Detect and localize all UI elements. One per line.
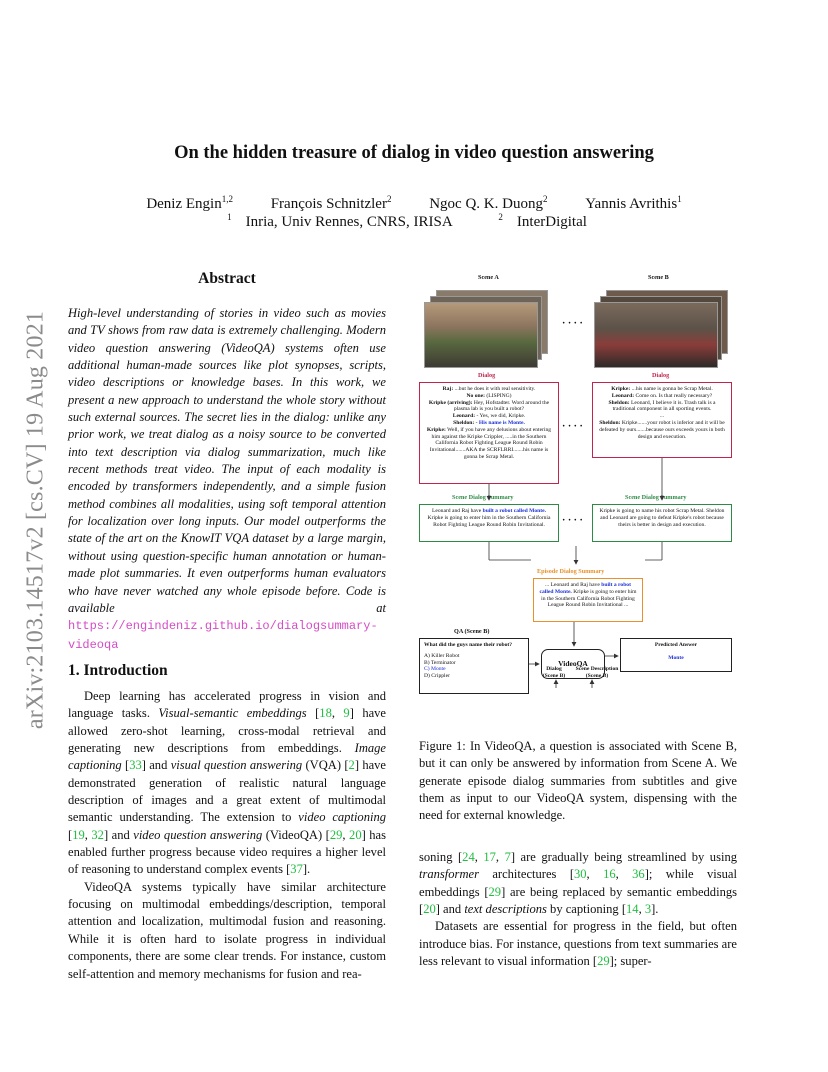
citation-link[interactable]: 36 — [632, 867, 645, 882]
citation-link[interactable]: 19 — [72, 827, 85, 842]
predicted-label: Predicted Answer — [654, 642, 698, 648]
author-list: Deniz Engin1,2 François Schnitzler2 Ngoc… — [0, 194, 828, 213]
citation-link[interactable]: 14 — [626, 902, 639, 917]
qa-label: QA (Scene B) — [454, 628, 490, 635]
citation-link[interactable]: 29 — [488, 884, 502, 899]
author: Yannis Avrithis1 — [585, 194, 682, 213]
right-paragraph-1: soning [24, 17, 7] are gradually being s… — [419, 850, 737, 917]
scene-a-label: Scene A — [478, 274, 499, 281]
ellipsis: · · · · — [562, 318, 583, 329]
dialog-line: Sheldon: Kripke.......your robot is infe… — [599, 419, 725, 440]
option: B) Terminator — [424, 659, 456, 666]
scene-b-label: Scene B — [648, 274, 669, 281]
author: François Schnitzler2 — [270, 194, 392, 213]
abstract-text: High-level understanding of stories in v… — [68, 306, 386, 652]
dialog-line: Kripke: ...his name is gonna be Scrap Me… — [611, 386, 713, 392]
summary-b-box: Kripke is going to name his robot Scrap … — [592, 504, 732, 542]
right-column-body: soning [24, 17, 7] are gradually being s… — [419, 849, 737, 970]
citation-link[interactable]: 3 — [644, 902, 652, 917]
dialog-a-lines: Raj: ...but he does it with real sensiti… — [424, 386, 554, 461]
arxiv-stamp: arXiv:2103.14517v2 [cs.CV] 19 Aug 2021 — [22, 310, 49, 730]
ellipsis: · · · · — [562, 515, 583, 526]
option: C) Monte — [424, 666, 446, 673]
dialog-a-box: Raj: ...but he does it with real sensiti… — [419, 382, 559, 484]
dialog-b-box: Kripke: ...his name is gonna be Scrap Me… — [592, 382, 732, 458]
qa-box: What did the guys name their robot? A) K… — [419, 638, 529, 694]
dialog-line: Sheldon: - His name is Monte. — [453, 419, 525, 426]
citation-link[interactable]: 33 — [129, 758, 142, 773]
predicted-answer: Monte — [668, 654, 684, 661]
dialog-line: Leonard: - Yes, we did, Kripke. — [452, 413, 526, 420]
summary-b-label: Scene Dialog Summary — [625, 494, 687, 501]
citation-link[interactable]: 20 — [349, 827, 362, 842]
input-scene-description-label: Scene Description (Scene B) — [575, 666, 619, 680]
intro-paragraph-1: Deep learning has accelerated progress i… — [68, 689, 387, 877]
intro-heading: 1. Introduction — [68, 662, 168, 679]
abstract-heading: Abstract — [198, 270, 256, 287]
author: Deniz Engin1,2 — [146, 194, 233, 213]
citation-link[interactable]: 37 — [290, 862, 303, 877]
dialog-line: Leonard: Come on. Is that really necessa… — [611, 392, 713, 399]
summary-a-label: Scene Dialog Summary — [452, 494, 514, 501]
author: Ngoc Q. K. Duong2 — [429, 194, 548, 213]
citation-link[interactable]: 29 — [329, 827, 343, 842]
intro-paragraph-2: VideoQA systems typically have similar a… — [68, 879, 386, 981]
citation-link[interactable]: 20 — [423, 902, 436, 917]
dialog-line: Kripke: Well, if you have any delusions … — [426, 426, 552, 460]
code-link[interactable]: https://engindeniz.github.io/dialogsumma… — [68, 619, 378, 652]
citation-link[interactable]: 17 — [483, 850, 496, 864]
paper-title: On the hidden treasure of dialog in vide… — [174, 143, 654, 163]
right-paragraph-2: Datasets are essential for progress in t… — [419, 919, 737, 969]
dialog-line: ... — [659, 413, 665, 420]
predicted-answer-box: Predicted Answer Monte — [620, 638, 732, 672]
dialog-line: No one: (LISPING) — [466, 392, 512, 399]
dialog-b-lines: Kripke: ...his name is gonna be Scrap Me… — [597, 386, 727, 440]
citation-link[interactable]: 30 — [574, 867, 587, 882]
citation-link[interactable]: 29 — [597, 954, 610, 969]
citation-link[interactable]: 9 — [343, 706, 350, 721]
citation-link[interactable]: 16 — [603, 867, 616, 882]
episode-summary-box: ... Leonard and Raj have built a robot c… — [533, 578, 643, 622]
dialog-line: Kripke (arriving): Hey, Hofstadter. Word… — [428, 399, 550, 413]
videoqa-model-box: VideoQA — [541, 649, 605, 679]
ellipsis: · · · · — [562, 421, 583, 432]
dialog-line: Sheldon: Leonard, I believe it is. Trash… — [608, 399, 716, 413]
dialog-a-label: Dialog — [478, 372, 496, 379]
figure-caption: Figure 1: In VideoQA, a question is asso… — [419, 739, 737, 823]
citation-link[interactable]: 32 — [91, 827, 104, 842]
option: A) Killer Robot — [424, 652, 460, 659]
figure-1: Scene A Scene B · · · · Dialog Dialog Ra… — [416, 268, 744, 698]
intro-body: Deep learning has accelerated progress i… — [68, 688, 386, 983]
question: What did the guys name their robot? — [424, 642, 513, 648]
citation-link[interactable]: 2 — [348, 758, 355, 773]
summary-a-box: Leonard and Raj have built a robot calle… — [419, 504, 559, 542]
episode-summary-label: Episode Dialog Summary — [537, 568, 605, 575]
citation-link[interactable]: 18 — [319, 706, 332, 721]
citation-link[interactable]: 7 — [504, 850, 511, 864]
input-dialog-label: Dialog (Scene B) — [542, 666, 566, 680]
dialog-b-label: Dialog — [652, 372, 670, 379]
option: D) Crippler — [424, 673, 450, 680]
citation-link[interactable]: 24 — [462, 850, 475, 864]
dialog-line: Raj: ...but he does it with real sensiti… — [442, 386, 536, 392]
